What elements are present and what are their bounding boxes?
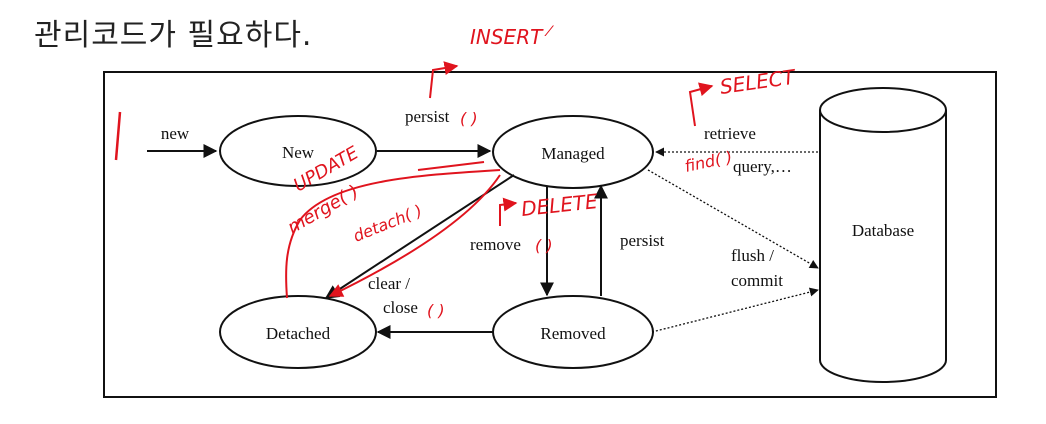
page-heading: 관리코드가 필요하다. <box>34 18 313 53</box>
flush-commit-arrow <box>647 169 819 269</box>
database-label: Database <box>852 221 914 240</box>
close-parens-annotation: ( ) <box>427 301 445 320</box>
new-arrow-label: new <box>161 124 190 143</box>
remove-parens-annotation: ( ) <box>535 236 553 255</box>
state-removed-label: Removed <box>540 324 606 343</box>
state-new-label: New <box>282 143 315 162</box>
commit-label: commit <box>731 271 783 290</box>
handwritten-annotations: INSERT ⁄ SELECT ( ) find( ) UPDATE merge… <box>114 24 798 320</box>
persist-back-label: persist <box>620 231 665 250</box>
remove-arrow-label: remove <box>470 235 521 254</box>
close-label: close <box>383 298 418 317</box>
state-detached-label: Detached <box>266 324 331 343</box>
state-new <box>219 115 377 187</box>
clear-label: clear / <box>368 274 410 293</box>
flush-label: flush / <box>731 246 774 265</box>
select-annotation: SELECT <box>718 64 798 98</box>
diagram-frame <box>103 71 997 398</box>
detach-annotation: detach( ) <box>350 201 424 246</box>
state-managed-label: Managed <box>541 144 605 163</box>
query-arrow-label: query,… <box>733 157 792 176</box>
persist-parens-annotation: ( ) <box>460 109 478 128</box>
state-detached <box>219 295 377 369</box>
removed-to-database-arrow <box>651 287 819 333</box>
svg-text:⁄: ⁄ <box>544 24 554 40</box>
find-annotation: find( ) <box>683 147 734 176</box>
persist-arrow-label: persist <box>405 107 450 126</box>
delete-annotation: DELETE <box>520 189 599 221</box>
database-cylinder <box>819 87 947 383</box>
insert-annotation: INSERT <box>470 25 544 49</box>
retrieve-arrow-label: retrieve <box>704 124 756 143</box>
state-managed <box>492 115 654 189</box>
